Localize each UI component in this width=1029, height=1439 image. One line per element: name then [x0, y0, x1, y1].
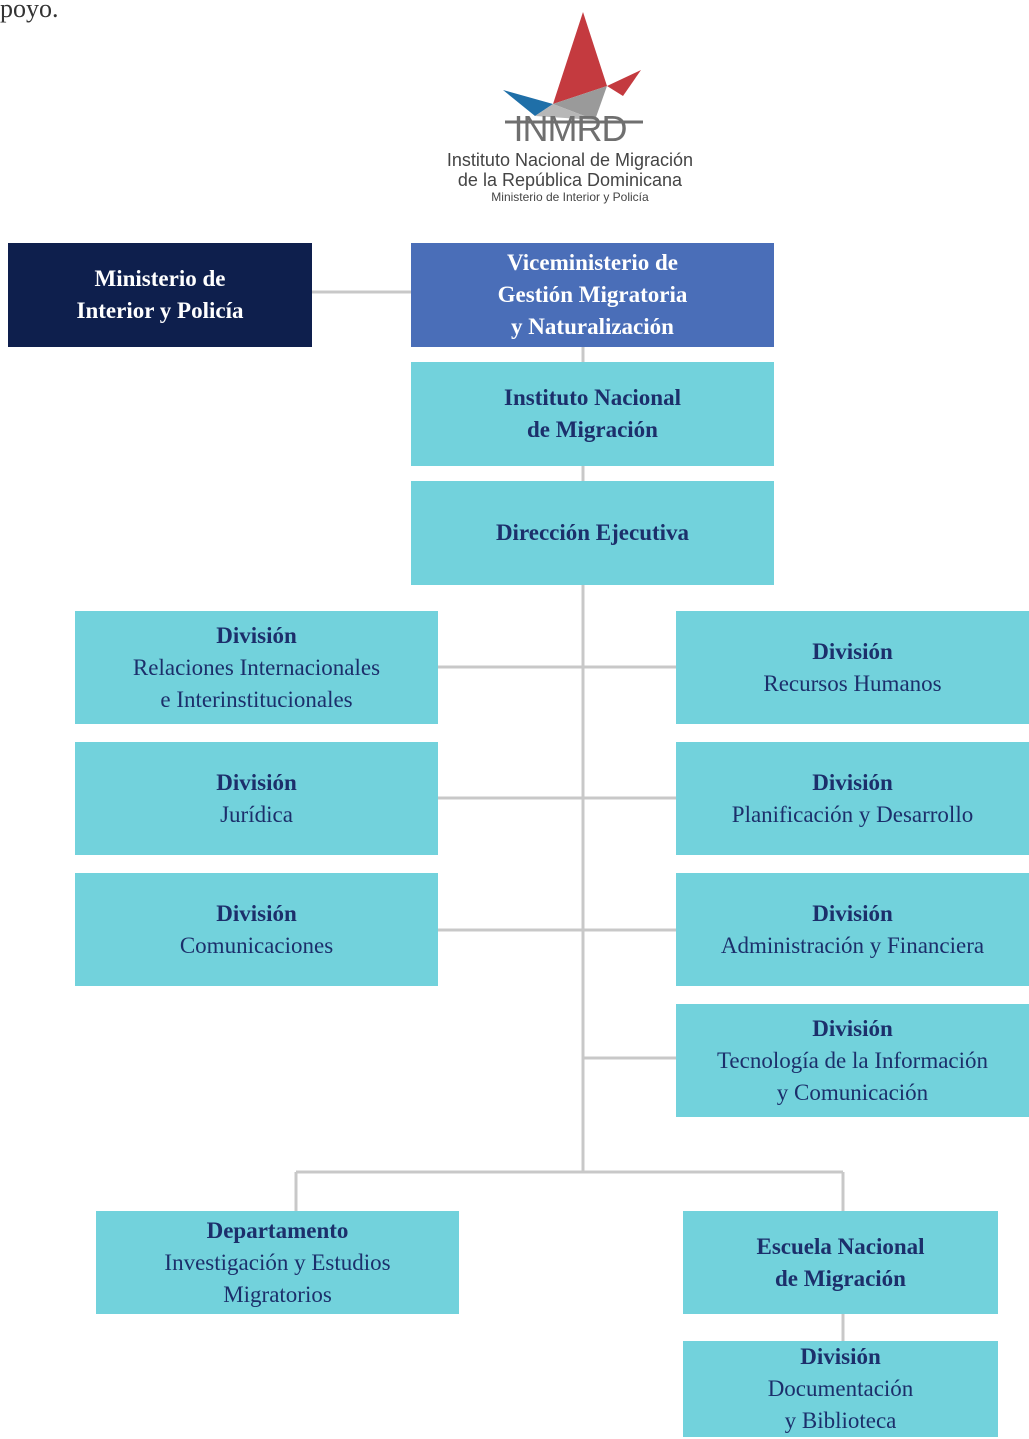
- box-title-line: Escuela Nacional: [756, 1233, 925, 1259]
- box-title-line: Interior y Policía: [76, 298, 244, 323]
- box-title-line: Gestión Migratoria: [497, 282, 688, 307]
- box-title: División: [812, 900, 893, 926]
- box-title-line: de Migración: [775, 1265, 906, 1291]
- box-title: División: [812, 638, 893, 664]
- box-division-recursos-humanos: División Recursos Humanos: [676, 611, 1029, 724]
- box-escuela-nacional: Escuela Nacional de Migración: [683, 1211, 998, 1314]
- box-subtitle-line: Investigación y Estudios: [164, 1249, 391, 1275]
- box-division-documentacion: División Documentación y Biblioteca: [683, 1341, 998, 1437]
- box-title: Departamento: [206, 1217, 349, 1243]
- box-subtitle-line: Administración y Financiera: [720, 932, 985, 958]
- box-direccion-ejecutiva: Dirección Ejecutiva: [411, 481, 774, 585]
- box-subtitle-line: Jurídica: [220, 801, 293, 827]
- logo-line3: Ministerio de Interior y Policía: [491, 190, 649, 204]
- inmrd-logo: INMRD Instituto Nacional de Migración de…: [420, 8, 720, 208]
- box-subtitle-line: e Interinstitucionales: [160, 686, 353, 712]
- box-subtitle-line: y Biblioteca: [784, 1408, 897, 1433]
- logo-line1: Instituto Nacional de Migración: [446, 150, 694, 170]
- page-text-fragment: poyo.: [0, 0, 59, 23]
- box-viceministerio: Viceministerio de Gestión Migratoria y N…: [411, 243, 774, 347]
- box-title: División: [216, 900, 297, 926]
- box-ministerio-interior: Ministerio de Interior y Policía: [8, 243, 312, 347]
- box-division-administracion: División Administración y Financiera: [676, 873, 1029, 986]
- logo-line2: de la República Dominicana: [457, 170, 683, 190]
- box-title-line: y Naturalización: [511, 314, 674, 339]
- box-division-tecnologia: División Tecnología de la Información y …: [676, 1004, 1029, 1117]
- box-subtitle-line: Migratorios: [223, 1281, 332, 1307]
- box-division-planificacion: División Planificación y Desarrollo: [676, 742, 1029, 855]
- box-division-juridica: División Jurídica: [75, 742, 438, 855]
- logo-wordmark: INMRD: [513, 108, 628, 149]
- box-title-line: Dirección Ejecutiva: [495, 520, 690, 545]
- box-departamento-investigacion: Departamento Investigación y Estudios Mi…: [96, 1211, 459, 1314]
- box-subtitle-line: Recursos Humanos: [763, 670, 942, 696]
- box-title: División: [812, 769, 893, 795]
- box-title: División: [812, 1015, 893, 1041]
- box-title-line: de Migración: [527, 417, 658, 442]
- box-title: División: [216, 622, 297, 648]
- box-title-line: Viceministerio de: [507, 250, 678, 275]
- box-subtitle-line: y Comunicación: [776, 1079, 929, 1105]
- box-subtitle-line: Comunicaciones: [179, 932, 334, 958]
- box-division-relaciones: División Relaciones Internacionales e In…: [75, 611, 438, 724]
- box-division-comunicaciones: División Comunicaciones: [75, 873, 438, 986]
- box-title-line: Instituto Nacional: [504, 385, 681, 410]
- box-subtitle-line: Relaciones Internacionales: [132, 654, 381, 680]
- box-subtitle-line: Documentación: [767, 1376, 914, 1401]
- bird-emblem-icon: [503, 12, 643, 124]
- box-instituto-nacional: Instituto Nacional de Migración: [411, 362, 774, 466]
- box-title: División: [216, 769, 297, 795]
- box-title: División: [800, 1344, 881, 1369]
- box-subtitle-line: Tecnología de la Información: [716, 1047, 989, 1073]
- box-subtitle-line: Planificación y Desarrollo: [731, 801, 974, 827]
- box-title-line: Ministerio de: [94, 266, 226, 291]
